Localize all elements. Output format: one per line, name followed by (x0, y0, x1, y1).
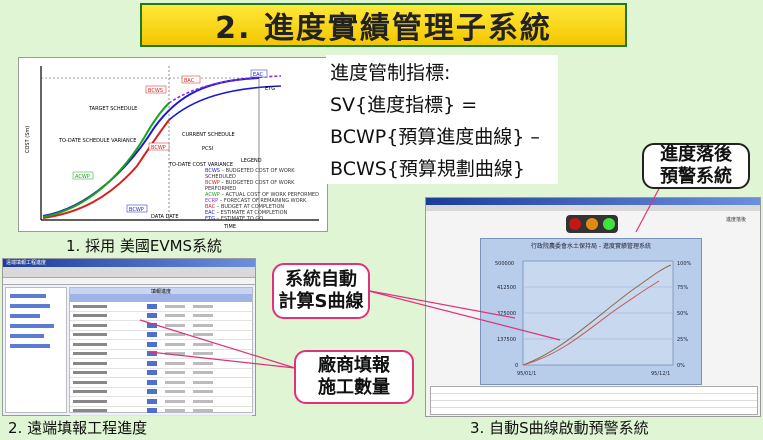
legend-item: ACWP – ACTUAL COST OF WORK PERFORMED (205, 192, 319, 198)
y-tick: 0 (515, 363, 518, 369)
legend-item: EAC – ESTIMATE AT COMPLETION (205, 210, 288, 216)
s-curve-chart: 行政院農委會水土保持局 - 進度實績管理系統 500000 412500 375… (480, 238, 702, 385)
pct-tick: 50% (677, 311, 688, 317)
browser3-header-text: 進度落後 (726, 217, 747, 223)
planned-s-curve (522, 264, 672, 366)
table-row[interactable] (70, 312, 252, 321)
legend-item: ETG – ESTIMATE TO GO (205, 216, 264, 222)
table-title: 填報進度 (70, 288, 252, 295)
x-tick: 95/12/1 (651, 371, 670, 377)
browser-title-bar: 遠端填報工程進度 (3, 259, 255, 267)
progress-table: 填報進度 (69, 287, 253, 416)
schedule-variance-label: TO-DATE SCHEDULE VARIANCE (58, 138, 136, 144)
y-axis-label: COST (Sm) (25, 126, 31, 153)
y-tick: 137500 (497, 337, 516, 343)
legend-item: BAC – BUDGET AT COMPLETION (205, 204, 285, 210)
acwp-tag: ACWP (75, 174, 90, 180)
legend-item: BCWP – BUDGETED COST OF WORK PERFORMED (205, 180, 295, 192)
target-schedule-label: TARGET SCHEDULE (88, 106, 137, 112)
legend-item: BCWS – BUDGETED COST OF WORK SCHEDULED (205, 168, 295, 180)
traffic-light (566, 215, 618, 233)
warning-system-callout: 進度落後 預警系統 (642, 143, 750, 189)
auto-s-curve-callout: 系統自動 計算S曲線 (272, 263, 370, 319)
legend-heading: LEGEND (241, 158, 262, 164)
evms-line-1: 進度管制指標: (330, 62, 451, 84)
evms-line-3: BCWP{預算進度曲線} – (330, 126, 540, 148)
bcwp-tag: BCWP (151, 145, 166, 151)
s-curve-data-table (430, 386, 758, 415)
x-tick: 95/01/1 (517, 371, 536, 377)
caption-2: 2. 遠端填報工程進度 (8, 419, 148, 437)
table-row[interactable] (70, 331, 252, 340)
current-schedule-label: CURRENT SCHEDULE (182, 132, 235, 138)
caption-3: 3. 自動S曲線啟動預警系統 (470, 419, 649, 437)
browser-sidebar (5, 287, 67, 413)
y-tick: 500000 (495, 261, 514, 267)
table-header (70, 294, 252, 302)
evms-line-4: BCWS{預算規劃曲線} (330, 158, 525, 180)
table-row[interactable] (70, 369, 252, 378)
browser-address-bar (3, 278, 255, 285)
evms-legend: BCWS – BUDGETED COST OF WORK SCHEDULED B… (205, 168, 323, 222)
page-title: 2. 進度實績管理子系統 (140, 3, 627, 47)
evms-chart: COST (Sm) TIME BAC EAC BCWS BCWP ACWP BC… (25, 66, 319, 230)
table-row[interactable] (70, 321, 252, 331)
acwp-curve (42, 102, 170, 218)
pcs-tag: PCSI (202, 146, 213, 152)
caption-1: 1. 採用 美國EVMS系統 (66, 237, 223, 255)
s-curve-plot: 500000 412500 375000 137500 0 100% 75% 5… (495, 260, 692, 377)
table-row[interactable] (70, 397, 252, 407)
browser3-toolbar (426, 205, 760, 211)
bcwp-bottom-tag: BCWP (129, 207, 144, 213)
bcws-tag: BCWS (148, 88, 163, 94)
pct-tick: 75% (677, 285, 688, 291)
pct-tick: 0% (677, 363, 685, 369)
eac-tag: EAC (253, 72, 263, 78)
cost-variance-label: TO-DATE COST VARIANCE (168, 162, 233, 168)
remote-fill-browser: 遠端填報工程進度 填報進度 (2, 258, 256, 416)
table-row[interactable] (70, 407, 252, 416)
s-curve-title: 行政院農委會水土保持局 - 進度實績管理系統 (531, 243, 651, 250)
actual-s-curve (522, 280, 660, 366)
y-tick: 412500 (497, 285, 516, 291)
projection-curve (168, 85, 282, 121)
vendor-fill-callout: 廠商填報 施工數量 (294, 350, 414, 404)
table-row[interactable] (70, 350, 252, 359)
pct-tick: 25% (677, 337, 688, 343)
s-curve-browser: 進度落後 行政院農委會水土保持局 - 進度實績管理系統 500000 41250… (425, 197, 761, 417)
bac-tag: BAC (184, 78, 195, 84)
evms-chart-panel: COST (Sm) TIME BAC EAC BCWS BCWP ACWP BC… (18, 57, 328, 232)
red-light-icon (568, 218, 581, 230)
green-light-icon (603, 218, 616, 230)
table-row[interactable] (70, 388, 252, 397)
browser3-title-bar (426, 198, 760, 205)
bcwp-curve (42, 119, 170, 219)
data-date-label: DATA DATE (151, 214, 178, 220)
amber-light-icon (585, 218, 598, 230)
x-axis-label: TIME (223, 224, 236, 230)
legend-item: ECRP – FORECAST OF REMAINING WORK (205, 198, 307, 204)
evms-formula: 進度管制指標: SV{進度指標} = BCWP{預算進度曲線} – BCWS{預… (326, 55, 558, 184)
browser-toolbar (3, 267, 255, 278)
table-row[interactable] (70, 302, 252, 312)
etg-tag: ETG (265, 86, 275, 92)
table-row[interactable] (70, 359, 252, 369)
table-row[interactable] (70, 378, 252, 388)
evms-line-2: SV{進度指標} = (330, 94, 478, 116)
table-row[interactable] (70, 340, 252, 350)
pct-tick: 100% (677, 261, 692, 267)
y-tick: 375000 (497, 311, 516, 317)
